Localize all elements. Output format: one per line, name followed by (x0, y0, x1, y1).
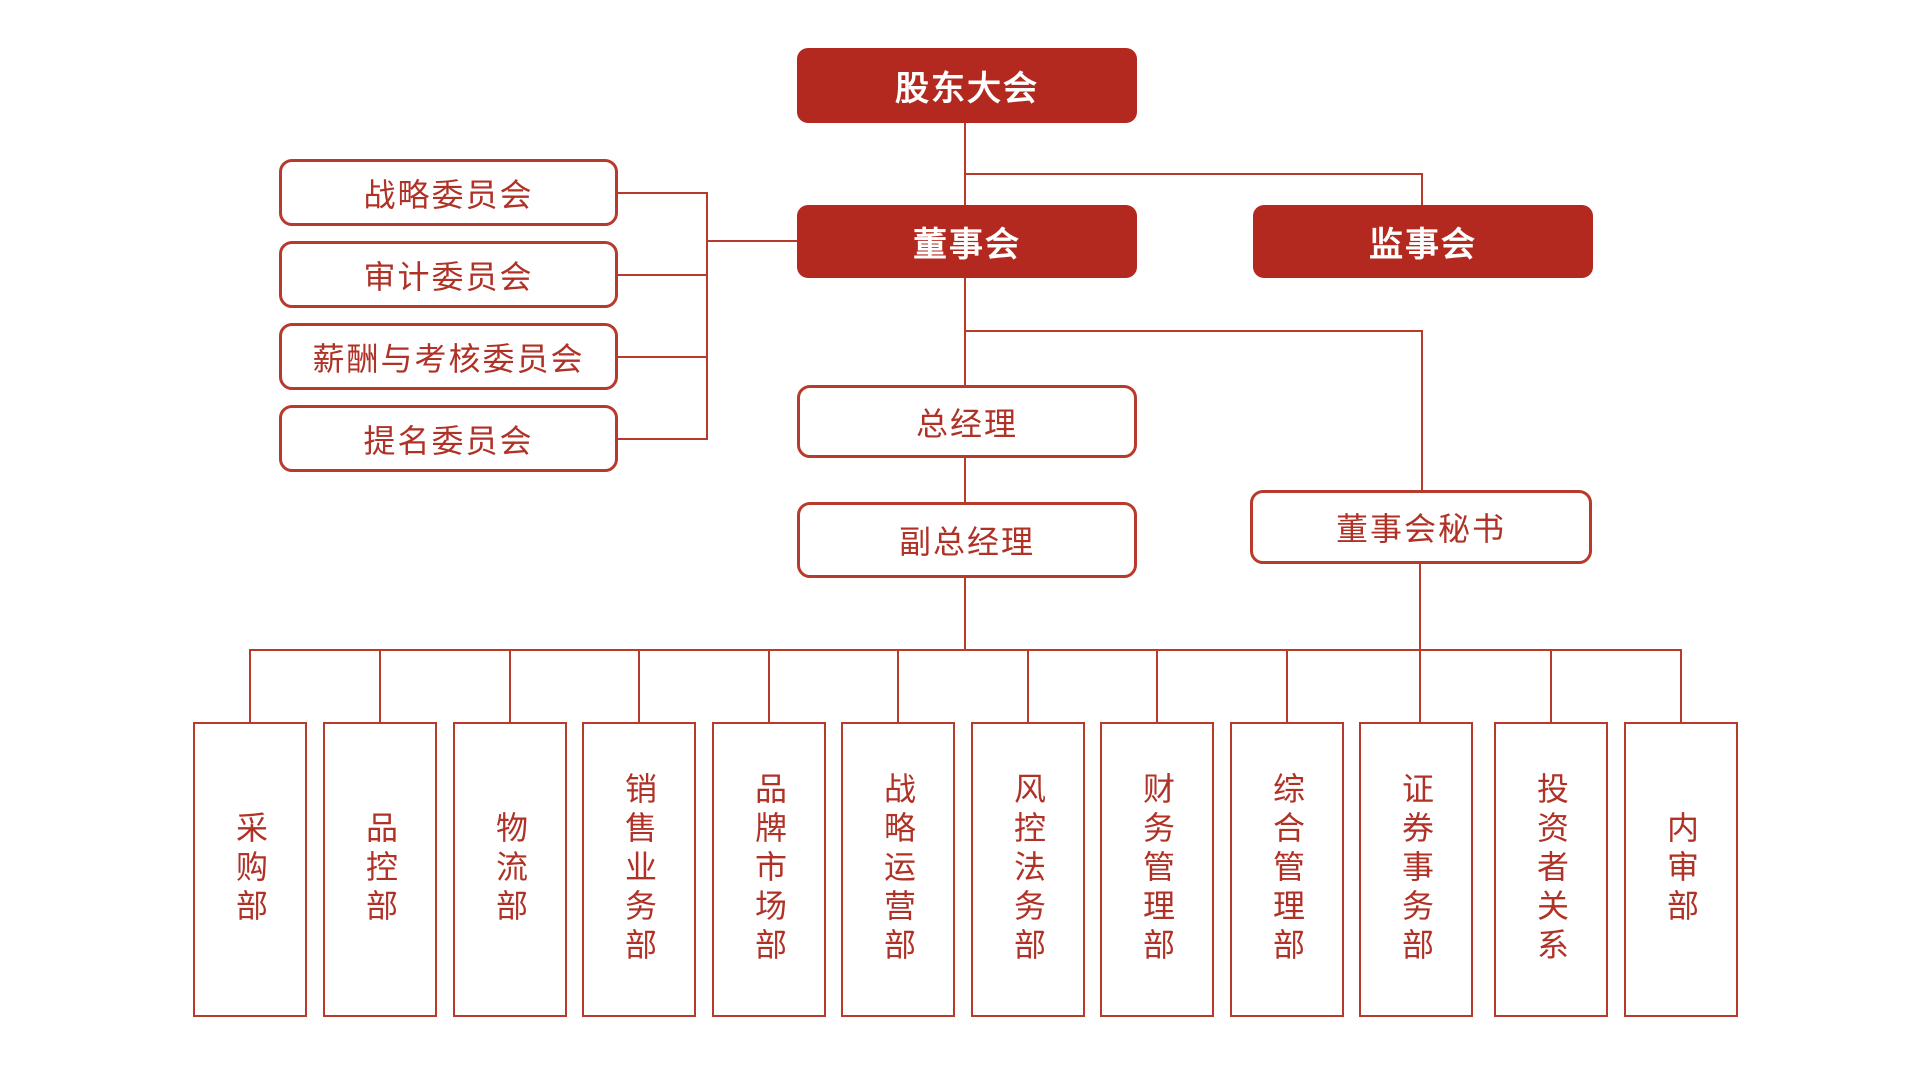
connector-committee-4 (618, 438, 708, 440)
node-supervisory-board: 监事会 (1253, 205, 1593, 278)
node-board-secretary: 董事会秘书 (1250, 490, 1592, 564)
node-dept-brand-marketing: 品牌市场部 (712, 722, 826, 1017)
node-label: 销售业务部 (621, 772, 657, 967)
node-dept-logistics: 物流部 (453, 722, 567, 1017)
node-label: 董事会 (913, 226, 1021, 264)
connector-committee-bus (706, 192, 708, 440)
connector-board-gm (964, 278, 966, 386)
connector-drop-dept-3 (509, 649, 511, 722)
connector-committees-board (706, 240, 797, 242)
node-dept-securities-affairs: 证券事务部 (1359, 722, 1473, 1017)
connector-committee-1 (618, 192, 708, 194)
connector-drop-dept-10 (1419, 649, 1421, 722)
connector-drop-dept-12 (1680, 649, 1682, 722)
node-dept-strategy-operations: 战略运营部 (841, 722, 955, 1017)
node-label: 提名委员会 (363, 422, 534, 459)
node-committee-remuneration: 薪酬与考核委员会 (279, 323, 618, 390)
connector-drop-dept-7 (1027, 649, 1029, 722)
node-label: 战略委员会 (363, 176, 534, 213)
connector-branch-secretary-h (964, 330, 1423, 332)
connector-drop-dept-1 (249, 649, 251, 722)
node-dept-sales: 销售业务部 (582, 722, 696, 1017)
node-label: 薪酬与考核委员会 (312, 340, 585, 377)
connector-branch-supervisory-h (964, 173, 1423, 175)
connector-drop-dept-8 (1156, 649, 1158, 722)
node-label: 副总经理 (898, 524, 1035, 560)
node-label: 股东大会 (895, 70, 1039, 108)
node-committee-nomination: 提名委员会 (279, 405, 618, 472)
node-dept-internal-audit: 内审部 (1624, 722, 1738, 1017)
node-label: 品控部 (362, 811, 398, 928)
connector-branch-supervisory-v (1421, 173, 1423, 205)
connector-drop-dept-9 (1286, 649, 1288, 722)
node-label: 证券事务部 (1398, 772, 1434, 967)
connector-drop-dept-4 (638, 649, 640, 722)
connector-drop-dept-6 (897, 649, 899, 722)
node-dept-investor-relations: 投资者关系 (1494, 722, 1608, 1017)
node-label: 采购部 (232, 811, 268, 928)
node-board-of-directors: 董事会 (797, 205, 1137, 278)
node-label: 风控法务部 (1010, 772, 1046, 967)
connector-committee-3 (618, 356, 708, 358)
node-label: 财务管理部 (1139, 772, 1175, 967)
connector-committee-2 (618, 274, 708, 276)
node-deputy-general-manager: 副总经理 (797, 502, 1137, 578)
node-dept-risk-legal: 风控法务部 (971, 722, 1085, 1017)
connector-drop-dept-11 (1550, 649, 1552, 722)
node-dept-quality-control: 品控部 (323, 722, 437, 1017)
node-label: 投资者关系 (1533, 772, 1569, 967)
node-committee-audit: 审计委员会 (279, 241, 618, 308)
connector-secretary-bus (1419, 564, 1421, 651)
node-dept-procurement: 采购部 (193, 722, 307, 1017)
node-label: 物流部 (492, 811, 528, 928)
connector-department-bus (250, 649, 1682, 651)
node-label: 内审部 (1663, 811, 1699, 928)
node-dept-finance: 财务管理部 (1100, 722, 1214, 1017)
node-label: 董事会秘书 (1335, 511, 1506, 547)
node-label: 战略运营部 (880, 772, 916, 967)
connector-drop-dept-5 (768, 649, 770, 722)
connector-dgm-bus (964, 578, 966, 651)
node-dept-general-administration: 综合管理部 (1230, 722, 1344, 1017)
node-general-manager: 总经理 (797, 385, 1137, 458)
node-committee-strategy: 战略委员会 (279, 159, 618, 226)
connector-shareholders-board (964, 123, 966, 206)
node-label: 审计委员会 (363, 258, 534, 295)
connector-gm-dgm (964, 458, 966, 503)
connector-drop-dept-2 (379, 649, 381, 722)
node-label: 综合管理部 (1269, 772, 1305, 967)
node-shareholders-meeting: 股东大会 (797, 48, 1137, 123)
node-label: 监事会 (1369, 226, 1477, 264)
node-label: 品牌市场部 (751, 772, 787, 967)
connector-branch-secretary-v (1421, 330, 1423, 490)
node-label: 总经理 (915, 405, 1018, 442)
